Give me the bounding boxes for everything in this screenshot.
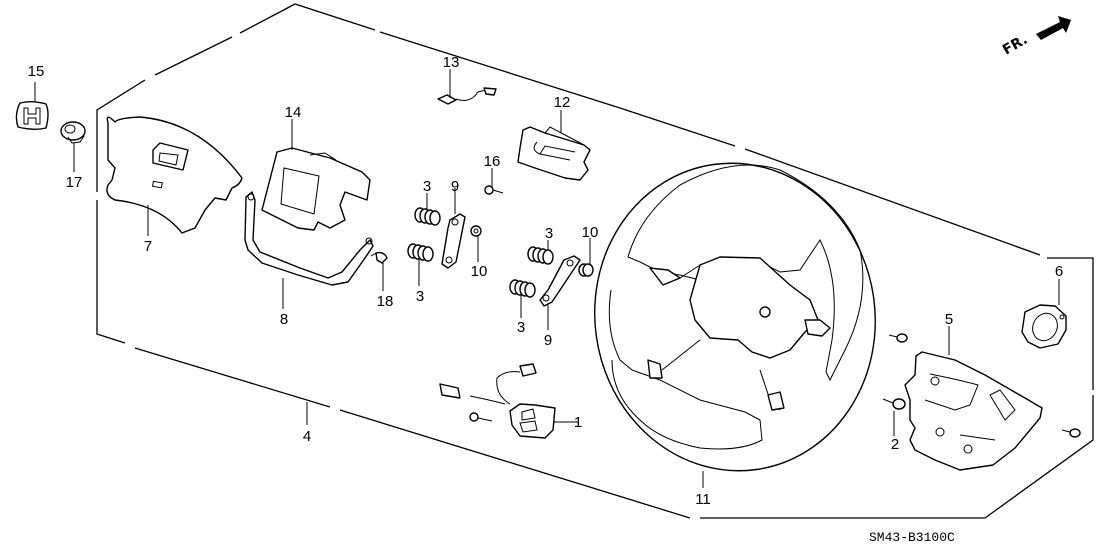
part-contact-plate-left — [441, 213, 466, 269]
part-screw-16 — [484, 185, 504, 195]
part-inflator — [517, 126, 591, 181]
part-spring-lower-right — [509, 279, 536, 298]
callout-8: 8 — [280, 311, 288, 328]
callout-5: 5 — [945, 311, 953, 328]
callout-labels: 15 17 7 14 8 13 12 16 18 3 3 3 3 9 9 10 … — [28, 54, 1064, 508]
callout-14: 14 — [285, 104, 302, 121]
part-horn-wire — [437, 87, 497, 105]
part-horn-plate — [244, 191, 374, 286]
callout-4: 4 — [303, 428, 311, 445]
callout-17: 17 — [66, 174, 83, 191]
part-bushing — [60, 121, 86, 144]
callout-9a: 9 — [451, 178, 459, 195]
callout-2: 2 — [891, 436, 899, 453]
callout-15: 15 — [28, 63, 45, 80]
part-spring-lower-left — [407, 243, 434, 262]
part-collar-left — [470, 225, 482, 237]
callout-3a: 3 — [423, 178, 431, 195]
callout-10a: 10 — [471, 263, 488, 280]
callout-3b: 3 — [416, 288, 424, 305]
callout-10b: 10 — [582, 224, 599, 241]
callout-9b: 9 — [544, 332, 552, 349]
drawing-code: SM43-B3100C — [869, 530, 955, 545]
part-screw-upper — [888, 333, 908, 343]
part-emblem — [15, 101, 49, 130]
callout-16: 16 — [484, 153, 501, 170]
part-collar-right — [578, 263, 594, 277]
part-horn-pad-cover — [106, 116, 243, 234]
callout-18: 18 — [377, 293, 394, 310]
callout-3c: 3 — [545, 225, 553, 242]
fr-label: FR. — [1000, 32, 1030, 59]
part-spring-upper-right — [527, 246, 554, 265]
callout-13: 13 — [443, 54, 460, 71]
callout-7: 7 — [144, 238, 152, 255]
part-cable-reel-cover — [1021, 304, 1067, 349]
callout-6: 6 — [1055, 263, 1063, 280]
part-screw-2 — [882, 398, 906, 410]
part-spring-upper-left — [414, 207, 441, 226]
callout-11: 11 — [695, 491, 711, 508]
part-inflator-bracket — [261, 147, 371, 231]
front-arrow-icon — [1036, 16, 1071, 40]
part-cruise-switch — [439, 363, 556, 439]
callout-1: 1 — [574, 414, 582, 431]
callout-12: 12 — [554, 94, 571, 111]
part-screw-18 — [370, 251, 388, 264]
assembly-boundary — [96, 3, 1094, 519]
part-steering-wheel — [594, 162, 876, 472]
callout-3d: 3 — [517, 319, 525, 336]
leader-lines — [34, 69, 1060, 488]
front-direction-indicator: FR. — [1000, 16, 1071, 58]
part-screw-lower-right — [1061, 428, 1081, 438]
part-rear-cover — [904, 351, 1043, 471]
